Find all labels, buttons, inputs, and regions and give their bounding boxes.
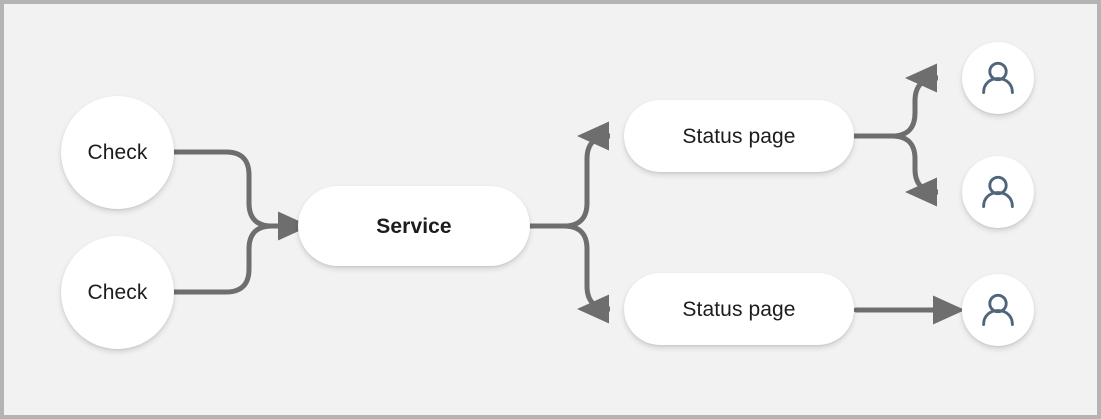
node-label-status-page-1: Status page [682, 124, 796, 148]
node-label-check-1: Check [87, 141, 148, 164]
edge-service-status2 [561, 223, 611, 324]
edge-service-status1 [527, 121, 611, 229]
user-icon [976, 170, 1020, 214]
edge-status1-user2 [889, 133, 939, 207]
edge-check2-service [171, 223, 275, 295]
edge-check1-service [171, 149, 310, 241]
edge-layer [171, 63, 965, 325]
node-service[interactable]: Service [298, 186, 530, 266]
node-label-check-2: Check [87, 281, 148, 304]
diagram-canvas: Check Check Service Status page Status p… [4, 4, 1097, 415]
user-icon [976, 288, 1020, 332]
node-label-status-page-2: Status page [682, 297, 796, 321]
edge-status1-user1 [851, 63, 939, 139]
node-check-1[interactable]: Check [61, 96, 174, 209]
node-user-2[interactable] [962, 156, 1034, 228]
node-user-3[interactable] [962, 274, 1034, 346]
user-icon [976, 56, 1020, 100]
node-label-service: Service [376, 214, 452, 238]
node-check-2[interactable]: Check [61, 236, 174, 349]
node-status-page-2[interactable]: Status page [624, 273, 854, 345]
node-status-page-1[interactable]: Status page [624, 100, 854, 172]
node-user-1[interactable] [962, 42, 1034, 114]
